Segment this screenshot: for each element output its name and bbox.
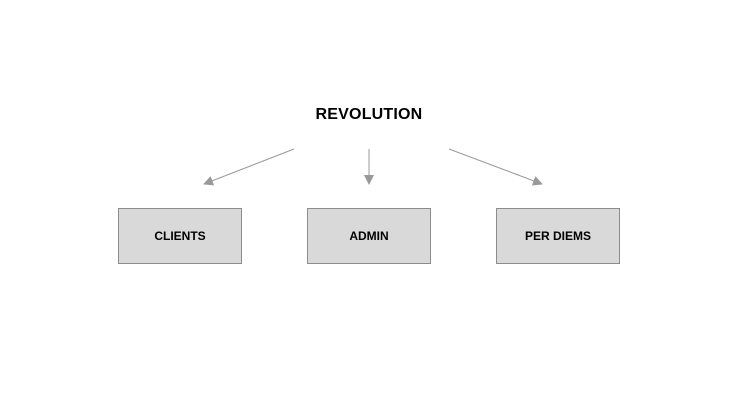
admin-label: ADMIN [349,229,389,243]
arrow-to-per-diems [448,148,543,186]
admin-box: ADMIN [307,208,431,264]
per-diems-label: PER DIEMS [524,229,591,243]
clients-label: CLIENTS [154,229,206,243]
arrow-to-clients [203,148,295,186]
clients-box: CLIENTS [118,208,242,264]
per-diems-box: PER DIEMS [496,208,620,264]
root-node-title: REVOLUTION [315,106,423,123]
